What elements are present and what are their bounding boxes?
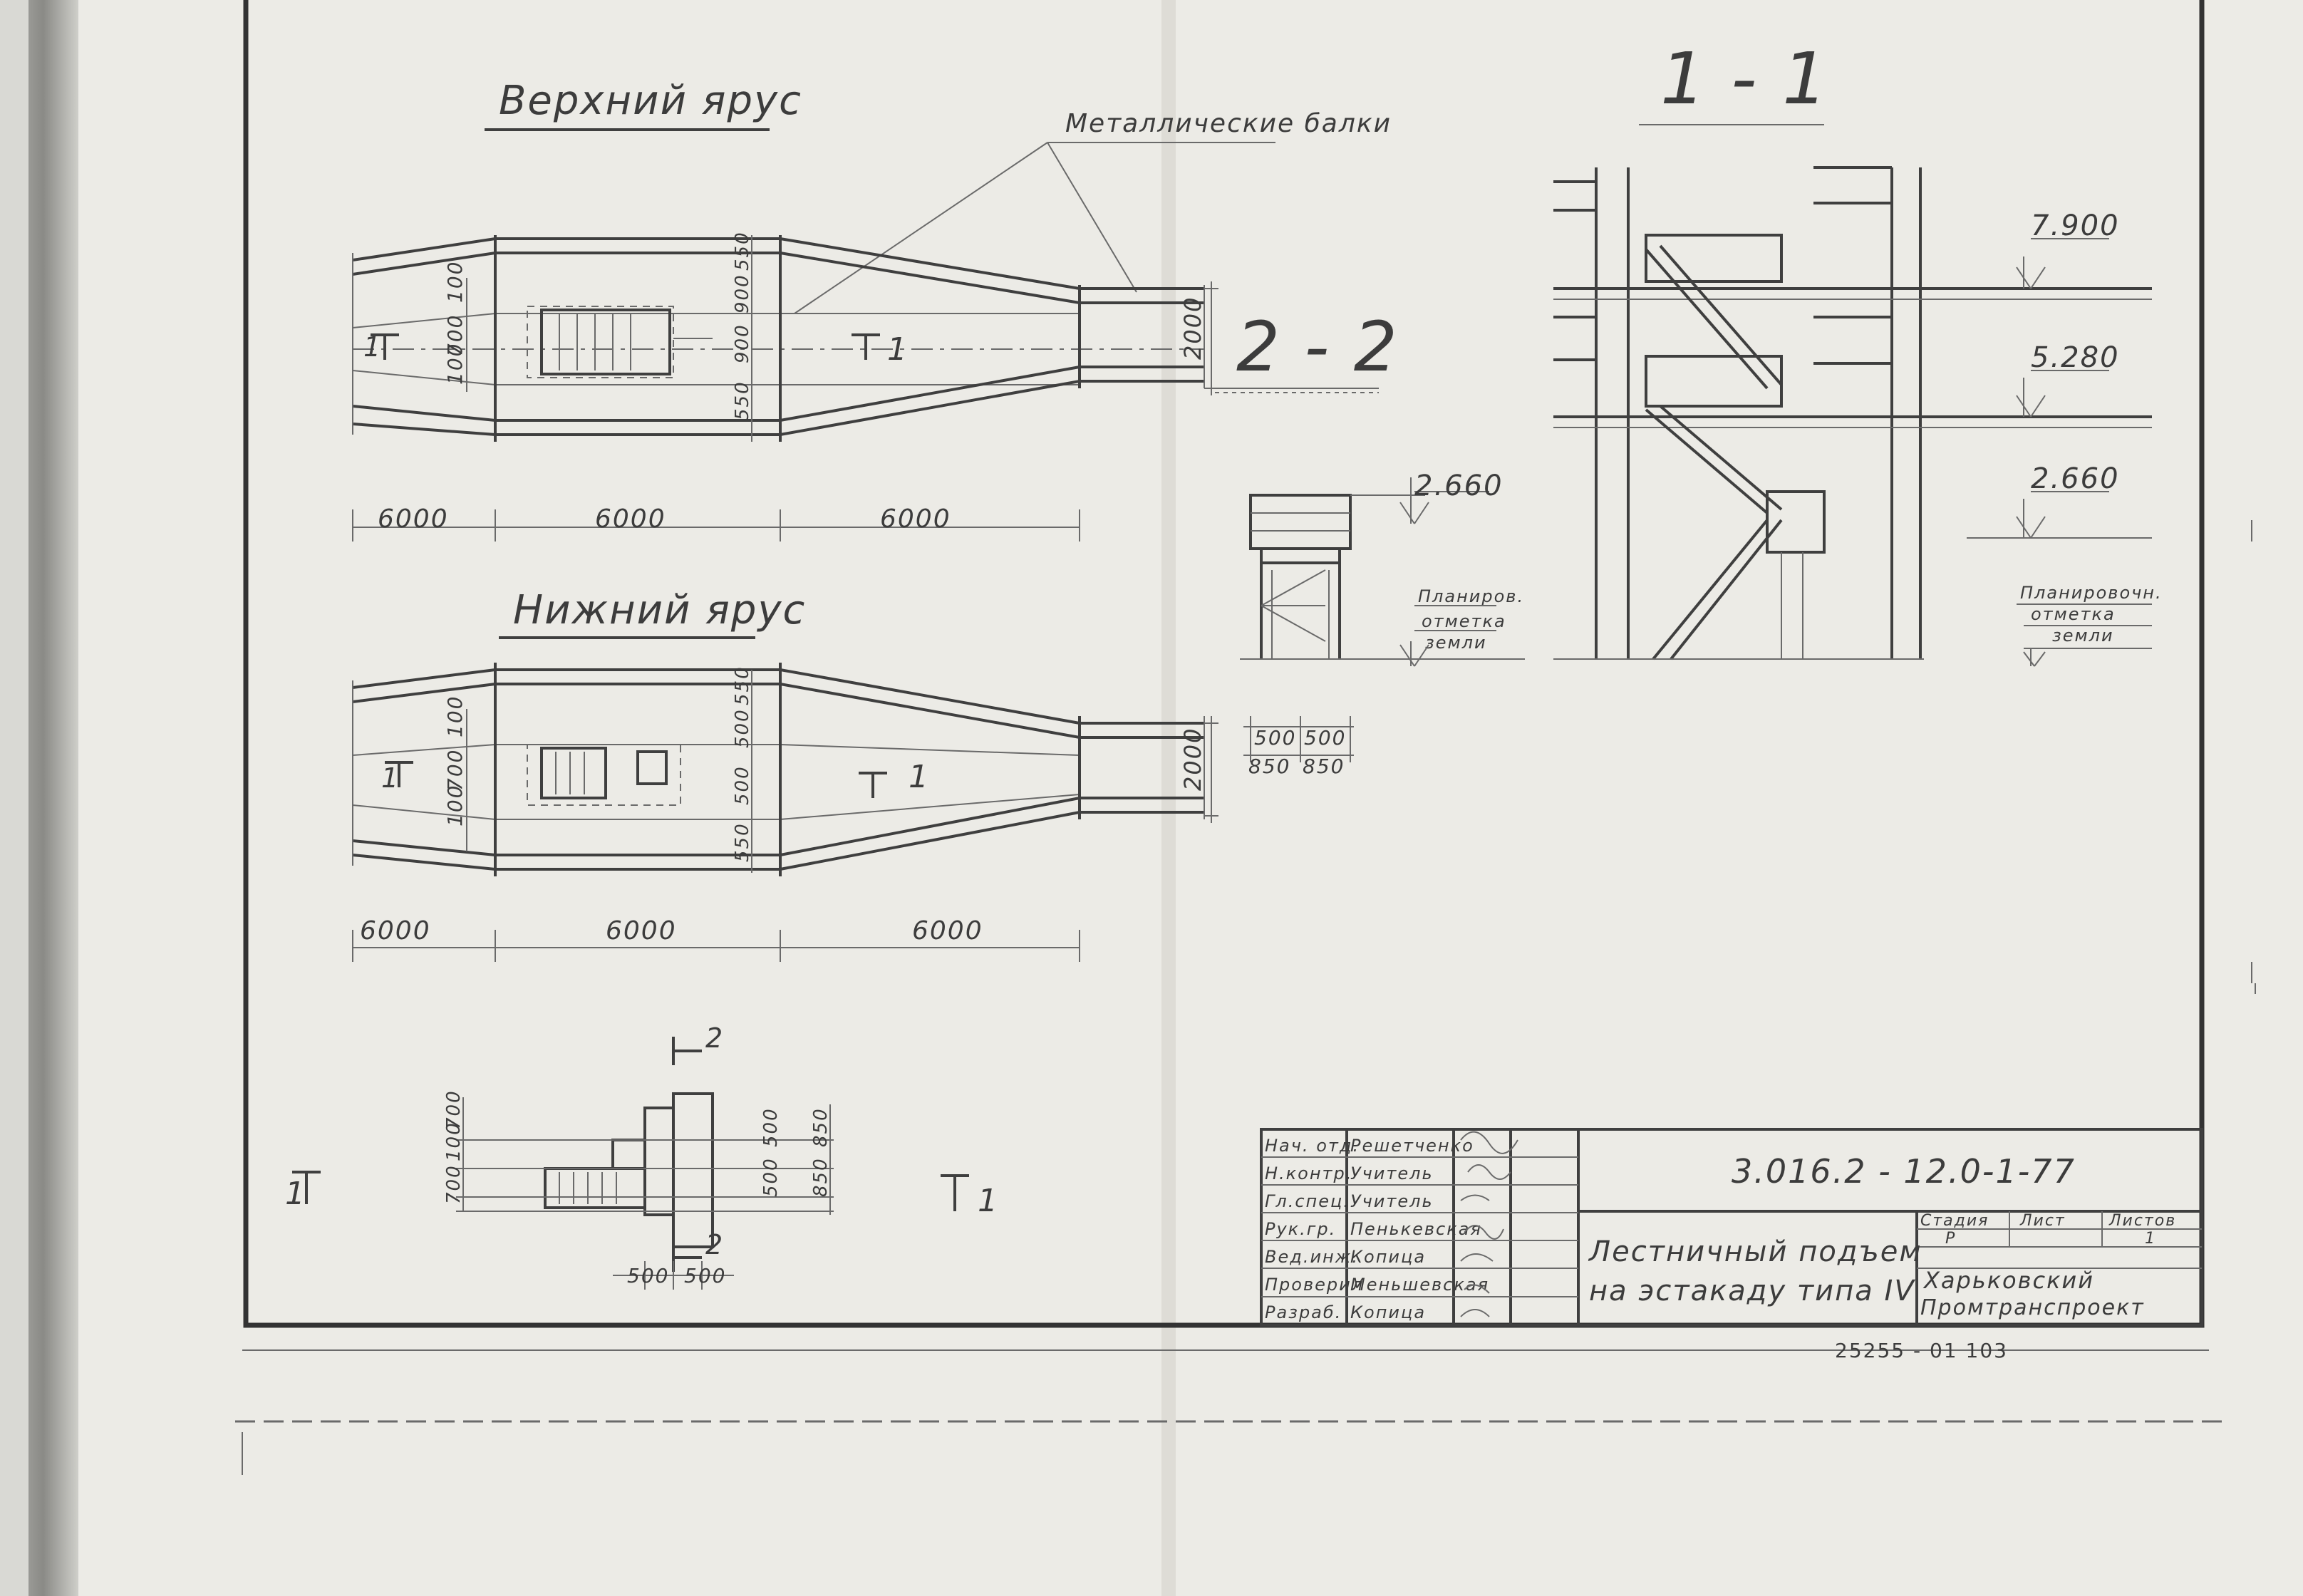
lower-dim-span-3: 6000 (912, 916, 983, 945)
tb-name-4: Пенькевская (1350, 1219, 1482, 1239)
tb-name-2: Учитель (1350, 1164, 1434, 1183)
lower-dim-left-2: 700 (443, 749, 467, 791)
stage-header-1: Стадия (1920, 1212, 1989, 1230)
stage-value-1: Р (1945, 1230, 1956, 1248)
section-2-2-title: 2 - 2 (1236, 307, 1399, 387)
lower-dim-side-2: 500 (732, 708, 753, 748)
sec2-ground-line-2: отметка (1422, 611, 1506, 631)
upper-dim-width: 2000 (1179, 296, 1206, 360)
org-line-1: Харьковский (1922, 1267, 2094, 1294)
lower-dim-span-2: 6000 (606, 916, 677, 945)
stage-value-3: 1 (2145, 1230, 2156, 1248)
upper-section-mark-right: 1 (887, 331, 909, 368)
tb-name-3: Учитель (1350, 1191, 1434, 1211)
upper-dim-side-2: 900 (732, 274, 753, 314)
section-1-1-title: 1 - 1 (1660, 37, 1829, 120)
plan-mark-right: 1 (978, 1183, 999, 1219)
upper-dim-span-2: 6000 (595, 504, 666, 534)
sec2-ground-line-1: Планиров. (1418, 586, 1524, 606)
upper-dim-left-2: 700 (443, 314, 467, 356)
upper-tier-plan: Верхний ярус Металлические балки 1 1 100… (352, 78, 1392, 542)
plan-dim-right-1: 500 (760, 1107, 782, 1147)
upper-dim-span-1: 6000 (378, 504, 449, 534)
lower-dim-span-1: 6000 (360, 916, 431, 945)
tb-role-5: Вед.инж. (1265, 1247, 1359, 1267)
sec1-ground-line-3: земли (2052, 626, 2114, 646)
plan-dim-bottom-1: 500 (627, 1264, 669, 1287)
tb-name-7: Копица (1350, 1302, 1426, 1322)
upper-dim-side-4: 550 (732, 380, 753, 420)
tb-name-6: Меньшевская (1350, 1275, 1489, 1295)
lower-dim-side-1: 550 (732, 665, 753, 705)
title-block: Нач. отд. Решетченко Н.контр. Учитель Гл… (1260, 1128, 2203, 1362)
plan-dim-right-4: 850 (810, 1157, 832, 1197)
sec1-ground-line-2: отметка (2031, 604, 2116, 624)
stage-header-2: Лист (2019, 1212, 2066, 1230)
sec2-dim-2: 500 (1304, 726, 1346, 750)
tb-role-3: Гл.спец. (1265, 1191, 1350, 1211)
sec2-dim-4: 850 (1303, 755, 1345, 778)
cut-mark-bottom: 2 (705, 1229, 724, 1260)
upper-dim-left-1: 100 (443, 261, 467, 303)
tb-role-6: Проверил (1265, 1275, 1364, 1295)
upper-dim-side-3: 900 (732, 323, 753, 363)
lower-dim-width: 2000 (1179, 727, 1206, 791)
sec2-dim-3: 850 (1248, 755, 1290, 778)
lower-section-mark-left: 1 (381, 762, 400, 794)
tb-role-7: Разраб. (1265, 1302, 1342, 1322)
stair-plan-detail: 1 1 2 2 700 100 700 500 500 850 850 500 … (285, 1022, 999, 1290)
lower-dim-side-3: 500 (732, 765, 753, 805)
upper-section-mark-left: 1 (363, 331, 382, 363)
stage-header-3: Листов (2108, 1212, 2176, 1230)
section-1-1: 1 - 1 7.900 5.280 2.660 Планировочн. отм… (1553, 37, 2163, 667)
sec1-ground-line-1: Планировочн. (2020, 583, 2163, 603)
lower-tier-title: Нижний ярус (513, 587, 806, 633)
plan-dim-vert-1: 700 (443, 1089, 465, 1129)
section-2-2: 2 - 2 2.660 Планиров. отметка земли 500 … (1215, 307, 1525, 778)
footer-codes: 25255 - 01 103 (1835, 1339, 2008, 1362)
plan-dim-bottom-2: 500 (684, 1264, 726, 1287)
lower-section-mark-right: 1 (909, 759, 930, 795)
lower-dim-left-1: 100 (443, 695, 467, 737)
section-1-1-elevation-2: 5.280 (2031, 341, 2120, 374)
upper-dim-side-1: 550 (732, 231, 753, 271)
signature-marks (1460, 1131, 1518, 1317)
tb-role-2: Н.контр. (1265, 1164, 1352, 1183)
tb-name-1: Решетченко (1350, 1136, 1474, 1156)
upper-dim-left-3: 100 (443, 343, 467, 385)
lower-dim-left-3: 100 (443, 784, 467, 826)
sheet-frame (243, 0, 2205, 1328)
org-line-2: Промтранспроект (1920, 1295, 2145, 1320)
tb-role-1: Нач. отд. (1265, 1136, 1360, 1156)
lower-tier-plan: Нижний ярус 1 1 100 700 100 550 500 500 … (352, 587, 1218, 962)
plan-dim-right-2: 500 (760, 1157, 782, 1197)
drawing-title-line-1: Лестничный подъем (1588, 1235, 1922, 1268)
upper-tier-title: Верхний ярус (499, 78, 802, 124)
section-2-2-elevation: 2.660 (1414, 470, 1504, 502)
tb-name-5: Копица (1350, 1247, 1426, 1267)
upper-dim-span-3: 6000 (880, 504, 951, 534)
sec2-ground-line-3: земли (1425, 633, 1487, 653)
doc-code: 3.016.2 - 12.0-1-77 (1732, 1152, 2076, 1191)
plan-dim-vert-3: 700 (443, 1164, 465, 1204)
drawing-title-line-2: на эстакаду типа IV (1589, 1275, 1915, 1307)
tb-role-4: Рук.гр. (1265, 1219, 1336, 1239)
right-edge-marks (2251, 520, 2256, 994)
section-1-1-elevation-1: 7.900 (2031, 209, 2120, 242)
metal-beams-label: Металлические балки (1065, 109, 1392, 138)
plan-dim-vert-2: 100 (443, 1121, 465, 1161)
sec2-dim-1: 500 (1254, 726, 1296, 750)
section-1-1-elevation-3: 2.660 (2031, 462, 2120, 495)
plan-mark-left: 1 (285, 1176, 306, 1212)
cut-mark-top: 2 (705, 1022, 724, 1054)
lower-dim-side-4: 550 (732, 822, 753, 862)
plan-dim-right-3: 850 (810, 1107, 832, 1147)
